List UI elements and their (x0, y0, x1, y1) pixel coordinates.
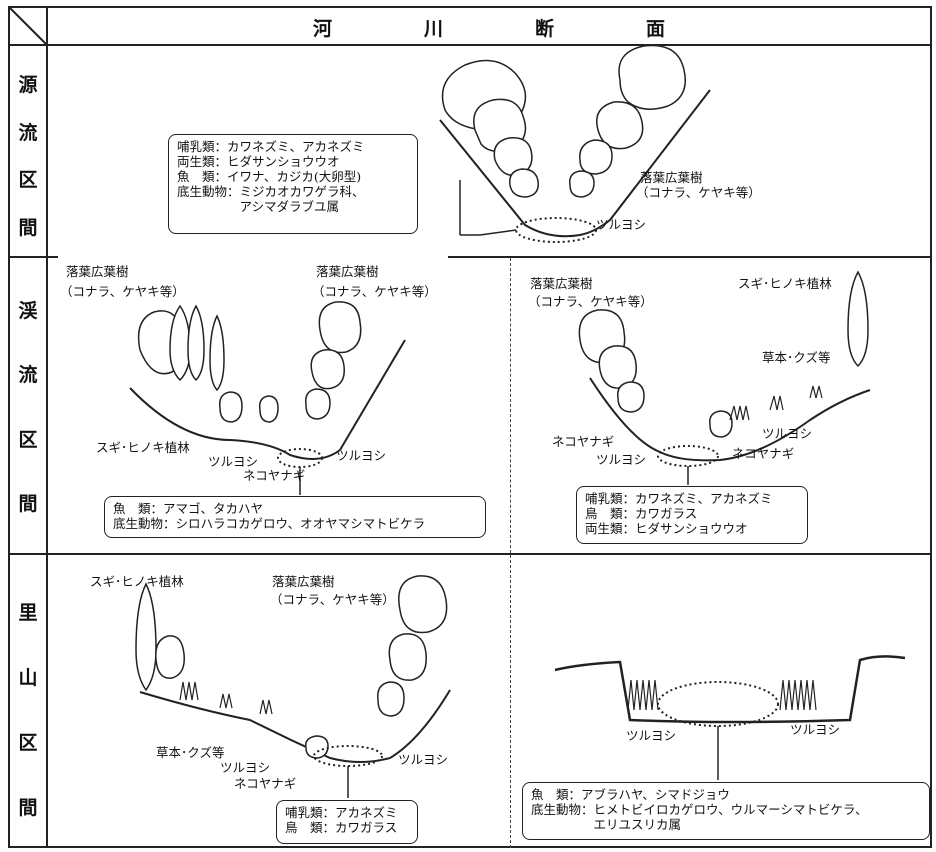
species-row: 魚 類：アマゴ、タカハヤ (113, 501, 264, 516)
satoyama-left-species-box: 哺乳類：アカネズミ 鳥 類：カワガラス (276, 800, 418, 844)
keiryu-right-reed-left-label: ツルヨシ (596, 452, 647, 467)
species-row: 底生動物：ミジカオカワゲラ科、 (177, 184, 365, 199)
keiryu-right-willow-left-label: ネコヤナギ (552, 434, 615, 449)
satoyama-left-willow-label: ネコヤナギ (234, 776, 297, 791)
label-char: 源 (18, 74, 38, 96)
keiryu-dashed-divider (510, 258, 511, 553)
keiryu-right-illustration (578, 270, 871, 485)
keiryu-left-illustration (129, 301, 406, 495)
section-divider-2 (8, 553, 932, 555)
species-row: 底生動物：ヒメトビイロカゲロウ、ウルマーシマトビケラ、 (531, 802, 868, 817)
keiryu-right-plantation-label: スギ･ヒノキ植林 (738, 276, 832, 291)
keiryu-left-willow-label: ネコヤナギ (243, 468, 306, 483)
satoyama-right-reed-left-label: ツルヨシ (626, 728, 677, 743)
table-frame (8, 6, 932, 848)
species-row: 哺乳類：アカネズミ (285, 805, 398, 820)
satoyama-right-species-box: 魚 類：アブラハヤ、シマドジョウ 底生動物：ヒメトビイロカゲロウ、ウルマーシマト… (522, 782, 930, 840)
section-divider-1a (8, 256, 58, 258)
species-row: 魚 類：アブラハヤ、シマドジョウ (531, 787, 730, 802)
page-title: 河 川 断 面 (48, 14, 932, 44)
keiryu-left-tree-right-sub: （コナラ、ケヤキ等） (312, 284, 437, 299)
genryu-reed-label: ツルヨシ (596, 217, 647, 232)
keiryu-right-reed-right-label: ツルヨシ (762, 426, 813, 441)
section-label-satoyama: 里 山 区 間 (10, 598, 46, 820)
satoyama-left-tree-label: 落葉広葉樹 (272, 574, 335, 589)
species-row: 両生類：ヒダサンショウウオ (177, 154, 340, 169)
satoyama-left-grass-label: 草本･クズ等 (156, 745, 225, 760)
keiryu-left-plantation-label: スギ･ヒノキ植林 (96, 440, 190, 455)
label-char: 間 (18, 216, 38, 239)
species-row: 哺乳類：カワネズミ、アカネズミ (177, 139, 365, 154)
satoyama-left-reed-right-label: ツルヨシ (398, 752, 449, 767)
satoyama-left-illustration (135, 575, 451, 798)
keiryu-right-tree-sub: （コナラ、ケヤキ等） (528, 294, 653, 309)
label-char: 山 (18, 667, 38, 689)
satoyama-left-plantation-label: スギ･ヒノキ植林 (90, 574, 184, 589)
genryu-tree-label: 落葉広葉樹 (640, 170, 703, 185)
species-row: 鳥 類：カワガラス (585, 506, 698, 521)
label-column-divider (46, 6, 48, 848)
species-row: 魚 類：イワナ、カジカ(大卵型) (177, 169, 362, 184)
satoyama-dashed-divider (510, 555, 511, 848)
title-char: 河 (312, 18, 334, 40)
keiryu-left-reed-right-label: ツルヨシ (336, 448, 387, 463)
species-row: 両生類：ヒダサンショウウオ (585, 521, 748, 536)
label-char: 区 (18, 732, 38, 754)
species-row: 哺乳類：カワネズミ、アカネズミ (585, 491, 773, 506)
header-divider (8, 44, 932, 46)
satoyama-left-reed-left-label: ツルヨシ (220, 760, 271, 775)
genryu-tree-sub: （コナラ、ケヤキ等） (636, 185, 761, 200)
keiryu-right-grass-label: 草本･クズ等 (762, 350, 831, 365)
label-char: 里 (18, 602, 38, 624)
species-row: エリユスリカ属 (531, 817, 682, 832)
satoyama-left-tree-sub: （コナラ、ケヤキ等） (270, 592, 395, 607)
keiryu-left-tree-right-label: 落葉広葉樹 (316, 264, 379, 279)
keiryu-right-tree-label: 落葉広葉樹 (530, 276, 593, 291)
title-char: 断 (535, 18, 557, 40)
keiryu-right-species-box: 哺乳類：カワネズミ、アカネズミ 鳥 類：カワガラス 両生類：ヒダサンショウウオ (576, 486, 808, 544)
label-char: 渓 (18, 300, 38, 322)
satoyama-right-illustration (554, 655, 906, 780)
label-char: 区 (18, 428, 38, 451)
species-row: 底生動物：シロハラコカゲロウ、オオヤマシマトビケラ (113, 516, 426, 531)
keiryu-right-willow-right-label: ネコヤナギ (732, 446, 795, 461)
section-label-genryu: 源 流 区 間 (10, 70, 46, 240)
label-char: 区 (18, 169, 38, 192)
satoyama-right-reed-right-label: ツルヨシ (790, 722, 841, 737)
corner-diagonal (9, 7, 47, 45)
keiryu-left-tree-left-label: 落葉広葉樹 (66, 264, 129, 279)
label-char: 流 (18, 121, 38, 144)
species-row: 鳥 類：カワガラス (285, 820, 398, 835)
genryu-valley-illustration (439, 44, 711, 243)
title-char: 川 (423, 18, 445, 40)
keiryu-left-tree-left-sub: （コナラ、ケヤキ等） (60, 284, 185, 299)
genryu-species-box: 哺乳類：カワネズミ、アカネズミ 両生類：ヒダサンショウウオ 魚 類：イワナ、カジ… (168, 134, 418, 234)
label-char: 間 (18, 797, 38, 819)
keiryu-left-reed-left-label: ツルヨシ (208, 454, 259, 469)
label-char: 間 (18, 492, 38, 515)
title-char: 面 (646, 18, 668, 40)
section-divider-1b (448, 256, 932, 258)
label-char: 流 (18, 364, 38, 387)
species-row: アシマダラブユ属 (177, 199, 340, 214)
keiryu-left-species-box: 魚 類：アマゴ、タカハヤ 底生動物：シロハラコカゲロウ、オオヤマシマトビケラ (104, 496, 486, 538)
section-label-keiryu: 渓 流 区 間 (10, 296, 46, 516)
